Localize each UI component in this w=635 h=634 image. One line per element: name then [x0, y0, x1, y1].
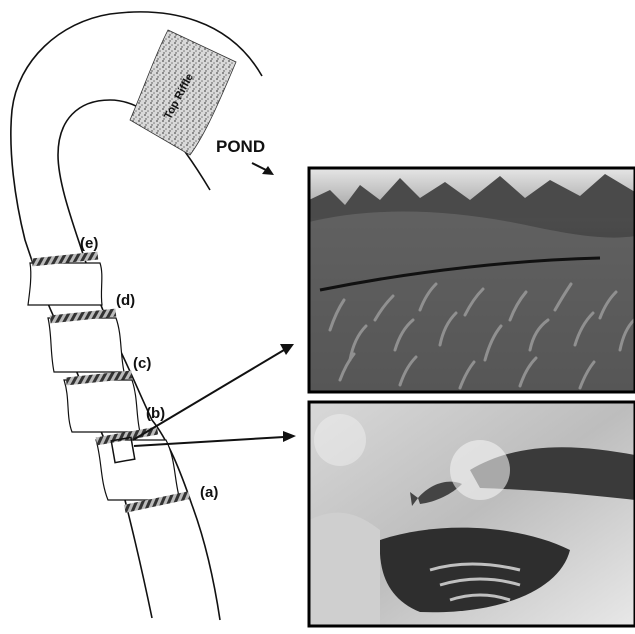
pool-e	[28, 263, 102, 305]
weir-label-b: (b)	[146, 405, 165, 422]
weir-label-e: (e)	[80, 235, 98, 252]
arrow-right-icon	[133, 344, 294, 440]
photo-fish-leaping	[309, 402, 635, 626]
weir-label-c: (c)	[133, 355, 151, 372]
weir-label-d: (d)	[116, 292, 135, 309]
pool-c	[64, 380, 140, 432]
photo-fish-aggregation	[309, 168, 635, 392]
channel-outer-bank	[11, 12, 262, 618]
weir-label-a: (a)	[200, 484, 218, 501]
arrow-down-right-icon	[252, 163, 274, 175]
pool-b	[96, 440, 180, 500]
arrow-right-icon	[134, 431, 296, 446]
pond-label: POND	[216, 137, 265, 156]
pool-d	[48, 318, 124, 372]
